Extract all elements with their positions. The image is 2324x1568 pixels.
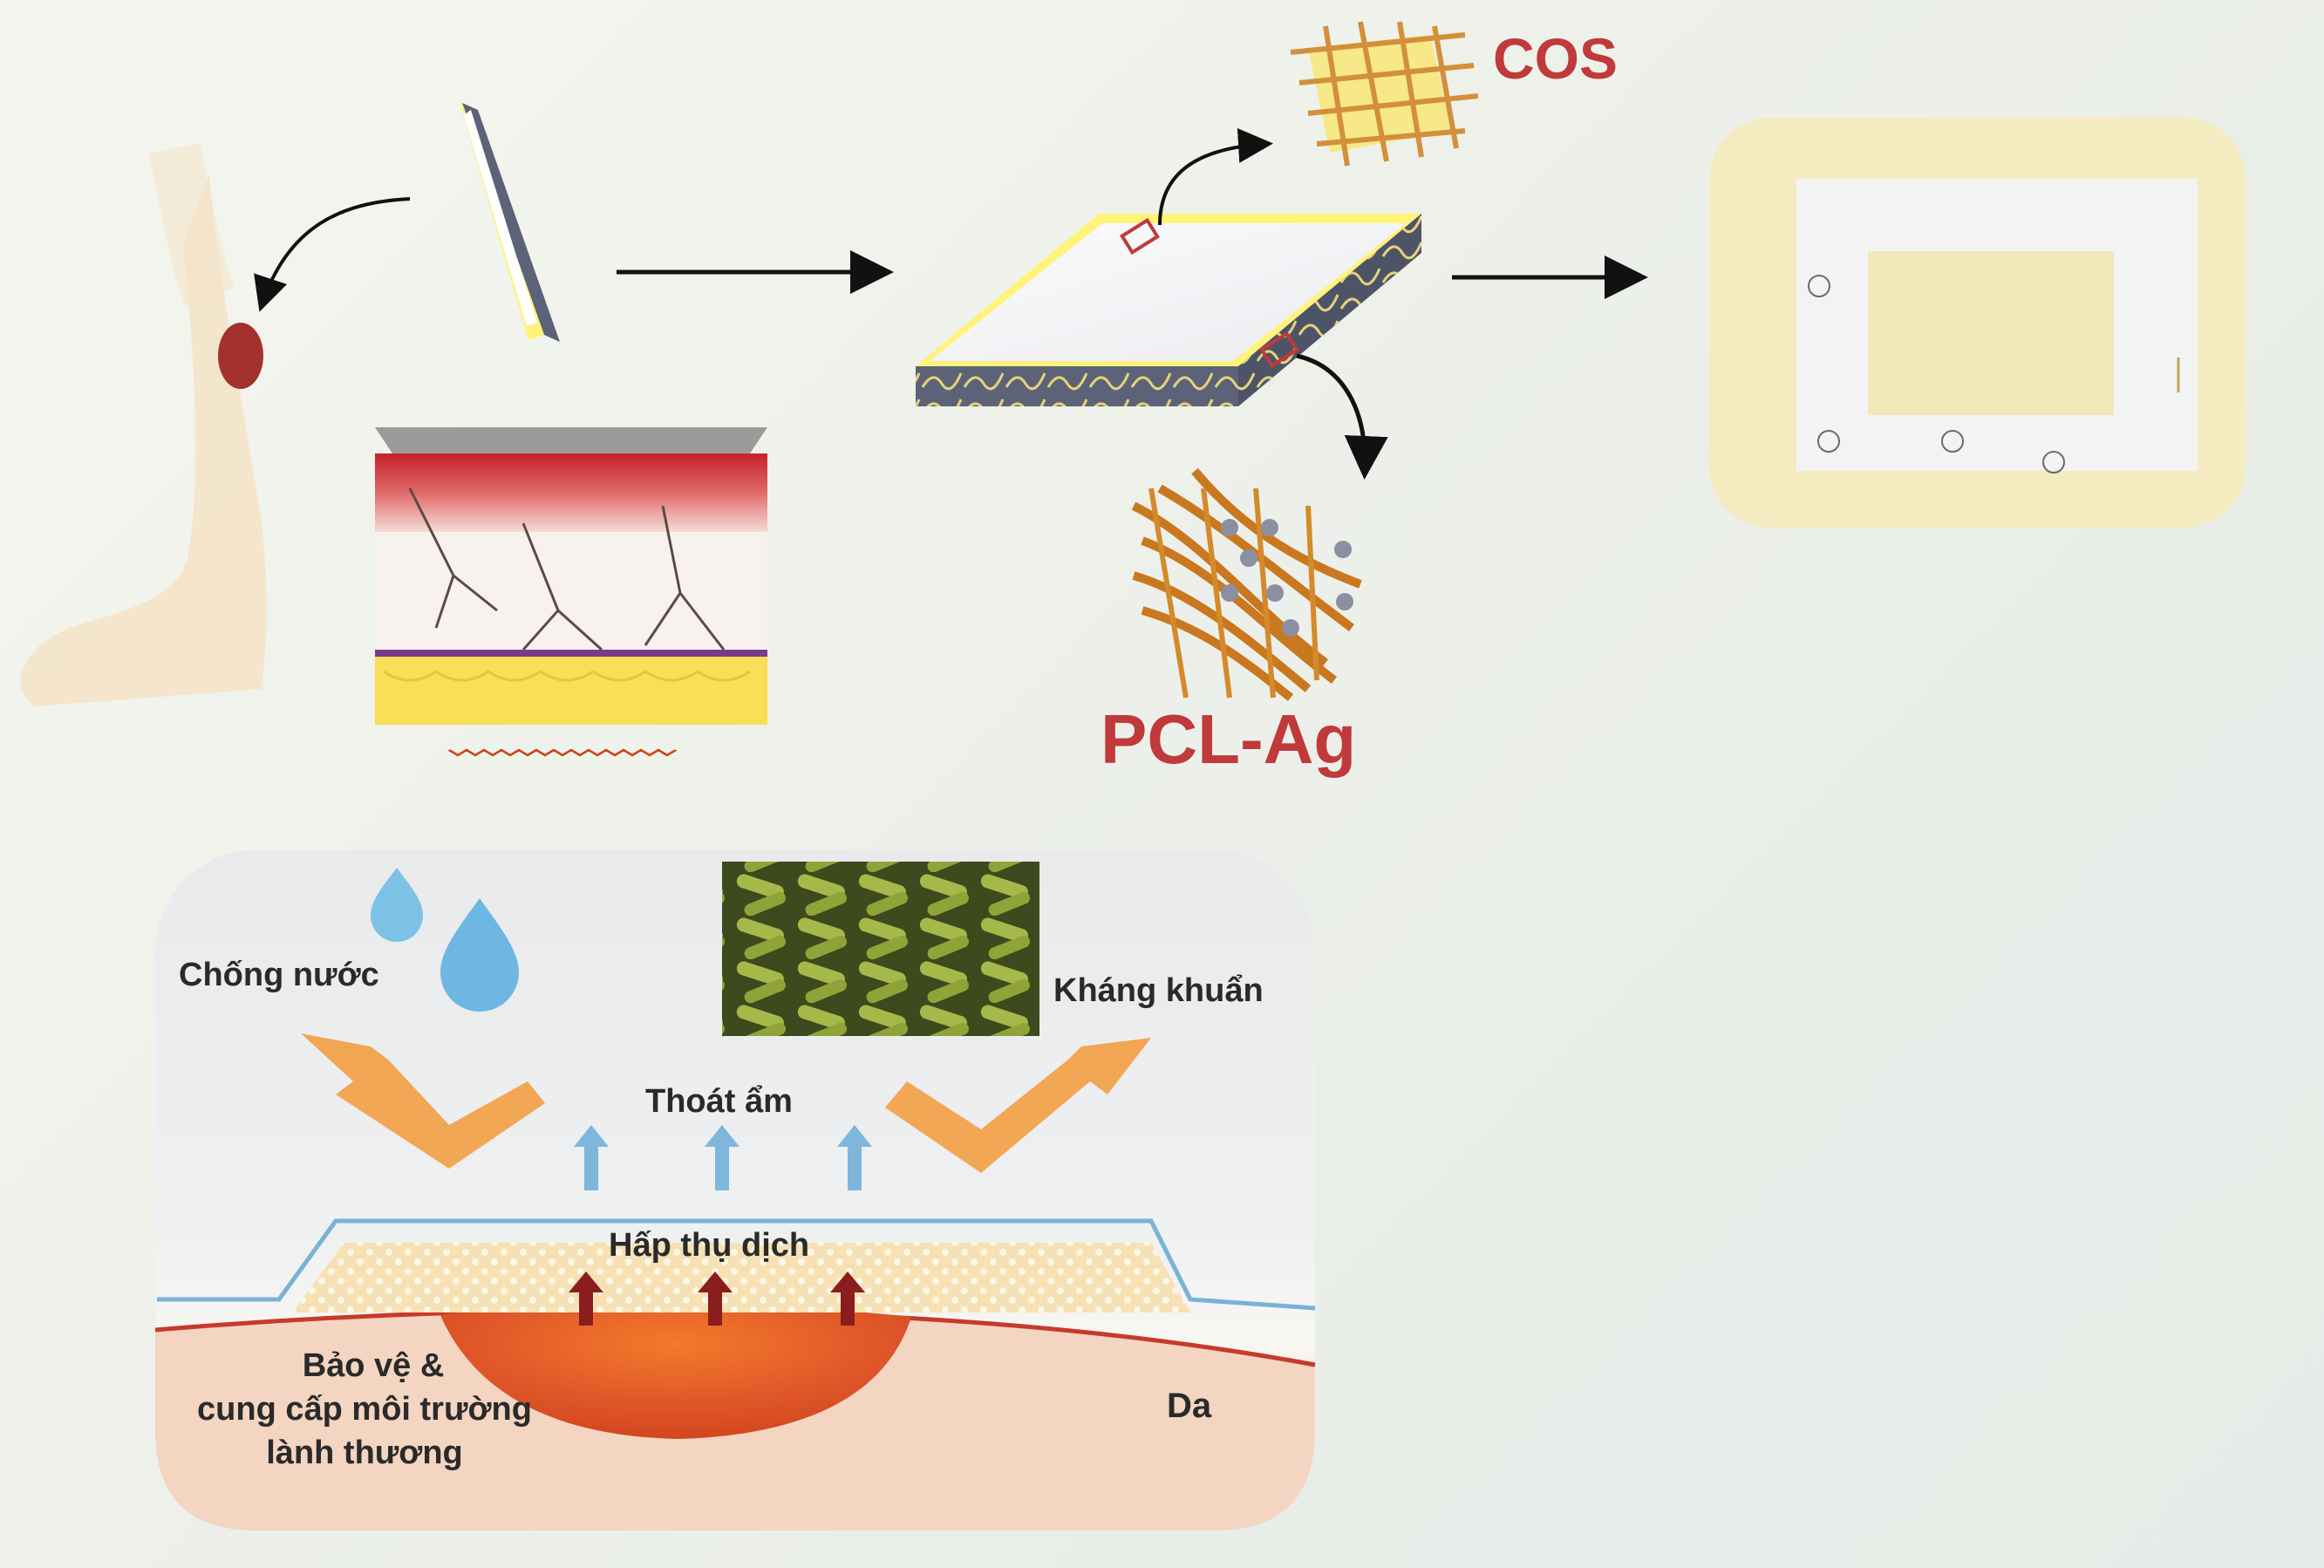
water-drop-icon-2 — [440, 898, 519, 1012]
bacteria-image — [722, 862, 1039, 1036]
orange-arrow-left — [301, 1033, 545, 1169]
pclag-label: PCL-Ag — [1101, 700, 1356, 778]
moisture-arrows — [574, 1125, 872, 1190]
small-pad-icon — [460, 103, 560, 342]
wound-on-leg — [218, 323, 263, 389]
cos-mesh-icon — [1290, 21, 1479, 167]
orange-arrow-right — [885, 1038, 1151, 1173]
pclag-arrow — [1296, 353, 1388, 480]
skin-cross-section — [375, 427, 767, 725]
absorption-arrows — [569, 1271, 865, 1326]
da-label: Da — [1167, 1387, 1212, 1425]
pclag-highlight-box — [1258, 331, 1300, 369]
water-drop-icon — [371, 868, 423, 942]
khang-khuan-label: Kháng khuẩn — [1053, 972, 1264, 1009]
cos-arrow — [1158, 127, 1273, 226]
bao-ve-label-line3: lành thương — [266, 1435, 463, 1471]
hap-thu-dich-label: Hấp thụ dịch — [609, 1227, 809, 1264]
bao-ve-label-line2: cung cấp môi trường — [197, 1391, 532, 1428]
pclag-fiber-icon — [1131, 467, 1362, 701]
thoat-am-label: Thoát ẩm — [645, 1083, 793, 1120]
leg-illustration — [20, 142, 267, 706]
cos-highlight-box — [1119, 217, 1161, 256]
bao-ve-label-line1: Bảo vệ & — [303, 1347, 445, 1384]
apply-arrow — [254, 197, 411, 312]
mechanism-panel: Chống nước Kháng khuẩn Thoát ẩm Hấp thụ … — [154, 748, 1316, 1531]
chong-nuoc-label: Chống nước — [179, 957, 379, 993]
cos-label: COS — [1493, 26, 1618, 91]
wound-dressing-product — [1709, 118, 2246, 528]
layered-pad — [916, 214, 1421, 406]
